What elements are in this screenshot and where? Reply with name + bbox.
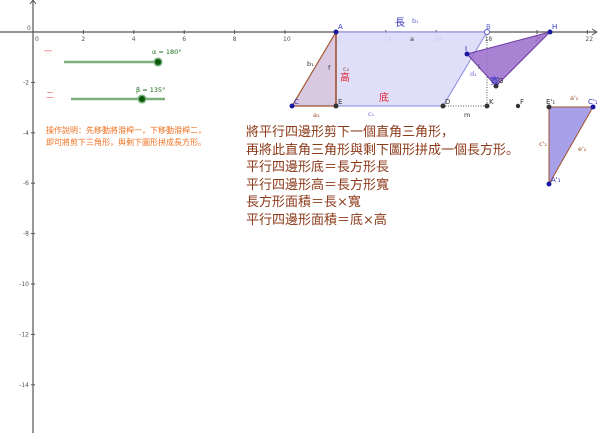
label-length: 長: [395, 17, 405, 29]
y-tick-label: -8: [23, 231, 29, 238]
label-E: E: [338, 98, 342, 106]
y-tick-label: -12: [19, 331, 29, 338]
label-F: F: [520, 98, 524, 106]
point-I[interactable]: [464, 51, 470, 57]
x-tick-label: 18: [485, 36, 493, 43]
y-ticks: -2 -4 -6 -8 -10 -12 -14: [19, 79, 35, 389]
label-B: B: [486, 23, 491, 31]
x-tick-label: 2: [81, 36, 85, 43]
explanation-line-4: 平行四邊形高＝長方形寬: [246, 177, 390, 193]
label-seg-a: a: [410, 35, 414, 43]
label-seg-a2: a₂: [313, 111, 320, 119]
point-B[interactable]: [484, 29, 490, 35]
x-tick-label: 10: [283, 36, 291, 43]
points: [289, 29, 596, 187]
slider-2-name: 二: [46, 91, 54, 100]
label-seg-i: i: [478, 63, 480, 71]
x-tick-label: 0: [35, 36, 39, 43]
slider-2[interactable]: 二 β = 135°: [46, 86, 165, 104]
y-tick-label: -2: [23, 79, 29, 86]
slider-2-label: β = 135°: [136, 86, 165, 94]
slider-1[interactable]: 一 α = 180°: [44, 47, 182, 67]
point-E1[interactable]: [546, 104, 552, 110]
label-D: D: [445, 98, 450, 106]
x-tick-label: 22: [585, 36, 593, 43]
moving-triangle[interactable]: [466, 31, 552, 87]
explanation-text: 將平行四邊形剪下一個直角三角形， 再將此直角三角形與剩下圖形拼成一個長方形。 平…: [246, 124, 519, 230]
y-tick-label: -10: [19, 281, 29, 288]
label-K: K: [489, 98, 494, 106]
label-seg-b1: b₁: [412, 17, 419, 25]
x-tick-label: 6: [182, 36, 186, 43]
label-seg-d1: d₁: [470, 70, 477, 78]
y-tick-label: -4: [23, 130, 29, 137]
origin-label: 0: [27, 25, 31, 32]
label-seg-b1-tri: b₁: [307, 60, 314, 68]
y-axis-arrow: [29, 0, 37, 5]
instructions-text: 操作說明：先移動將滑桿一，下移動滑桿二， 即可將剪下三角形，與剩下圖形拼成長方形…: [46, 125, 206, 149]
explanation-line-3: 平行四邊形底＝長方形長: [246, 160, 390, 176]
slider-1-name: 一: [44, 47, 52, 56]
label-base: 底: [379, 91, 389, 104]
label-A: A: [338, 23, 343, 31]
label-H: H: [552, 23, 557, 31]
segment-d1[interactable]: [442, 31, 488, 107]
explanation-line-1: 將平行四邊形剪下一個直角三角形，: [246, 125, 455, 140]
y-tick-label: -14: [19, 382, 29, 389]
label-width: 寬: [490, 75, 499, 87]
point-C1[interactable]: [590, 104, 596, 110]
segment-b1[interactable]: [291, 31, 337, 107]
label-G: G: [498, 77, 503, 85]
label-seg-e2p: e'₂: [578, 145, 587, 153]
y-tick-label: -6: [23, 180, 29, 187]
point-G[interactable]: [493, 83, 499, 89]
copy-triangle[interactable]: [548, 106, 594, 186]
explanation-line-2: 再將此直角三角形與剩下圖形拼成一個長方形。: [246, 142, 520, 158]
label-height: 高: [340, 71, 350, 84]
point-F[interactable]: [515, 103, 521, 109]
label-seg-c2p: c'₂: [539, 140, 547, 148]
label-E1: E'₁: [546, 98, 555, 106]
point-E[interactable]: [333, 103, 339, 109]
label-I: I: [465, 45, 467, 53]
explanation-line-6: 平行四邊形面積＝底×高: [246, 212, 387, 228]
point-H[interactable]: [547, 29, 553, 35]
slider-1-knob[interactable]: [153, 57, 163, 67]
label-C: C: [294, 98, 299, 106]
label-A1: A'₁: [551, 176, 561, 184]
explanation-line-5: 長方形面積＝長×寬: [246, 195, 361, 211]
label-seg-m: m: [464, 111, 470, 119]
label-seg-c1: c₁: [368, 110, 375, 118]
point-A[interactable]: [333, 29, 339, 35]
label-seg-f: f: [328, 64, 331, 72]
label-C1: C'₁: [588, 98, 598, 106]
point-D[interactable]: [440, 103, 446, 109]
parallelogram-remaining[interactable]: [336, 32, 487, 106]
label-seg-c2: c₂: [343, 65, 350, 73]
instructions-line-2: 即可將剪下三角形，與剩下圖形拼成長方形。: [46, 138, 206, 147]
slider-2-knob[interactable]: [137, 94, 147, 104]
point-C[interactable]: [289, 103, 295, 109]
label-seg-a2p: a'₂: [570, 94, 579, 102]
point-K[interactable]: [484, 103, 490, 109]
x-axis-arrow: [591, 28, 598, 36]
point-A1[interactable]: [546, 181, 552, 187]
x-tick-label: 8: [233, 36, 237, 43]
x-tick-label: 4: [132, 36, 136, 43]
instructions-line-1: 操作說明：先移動將滑桿一，下移動滑桿二，: [46, 126, 206, 135]
slider-1-label: α = 180°: [152, 48, 182, 56]
